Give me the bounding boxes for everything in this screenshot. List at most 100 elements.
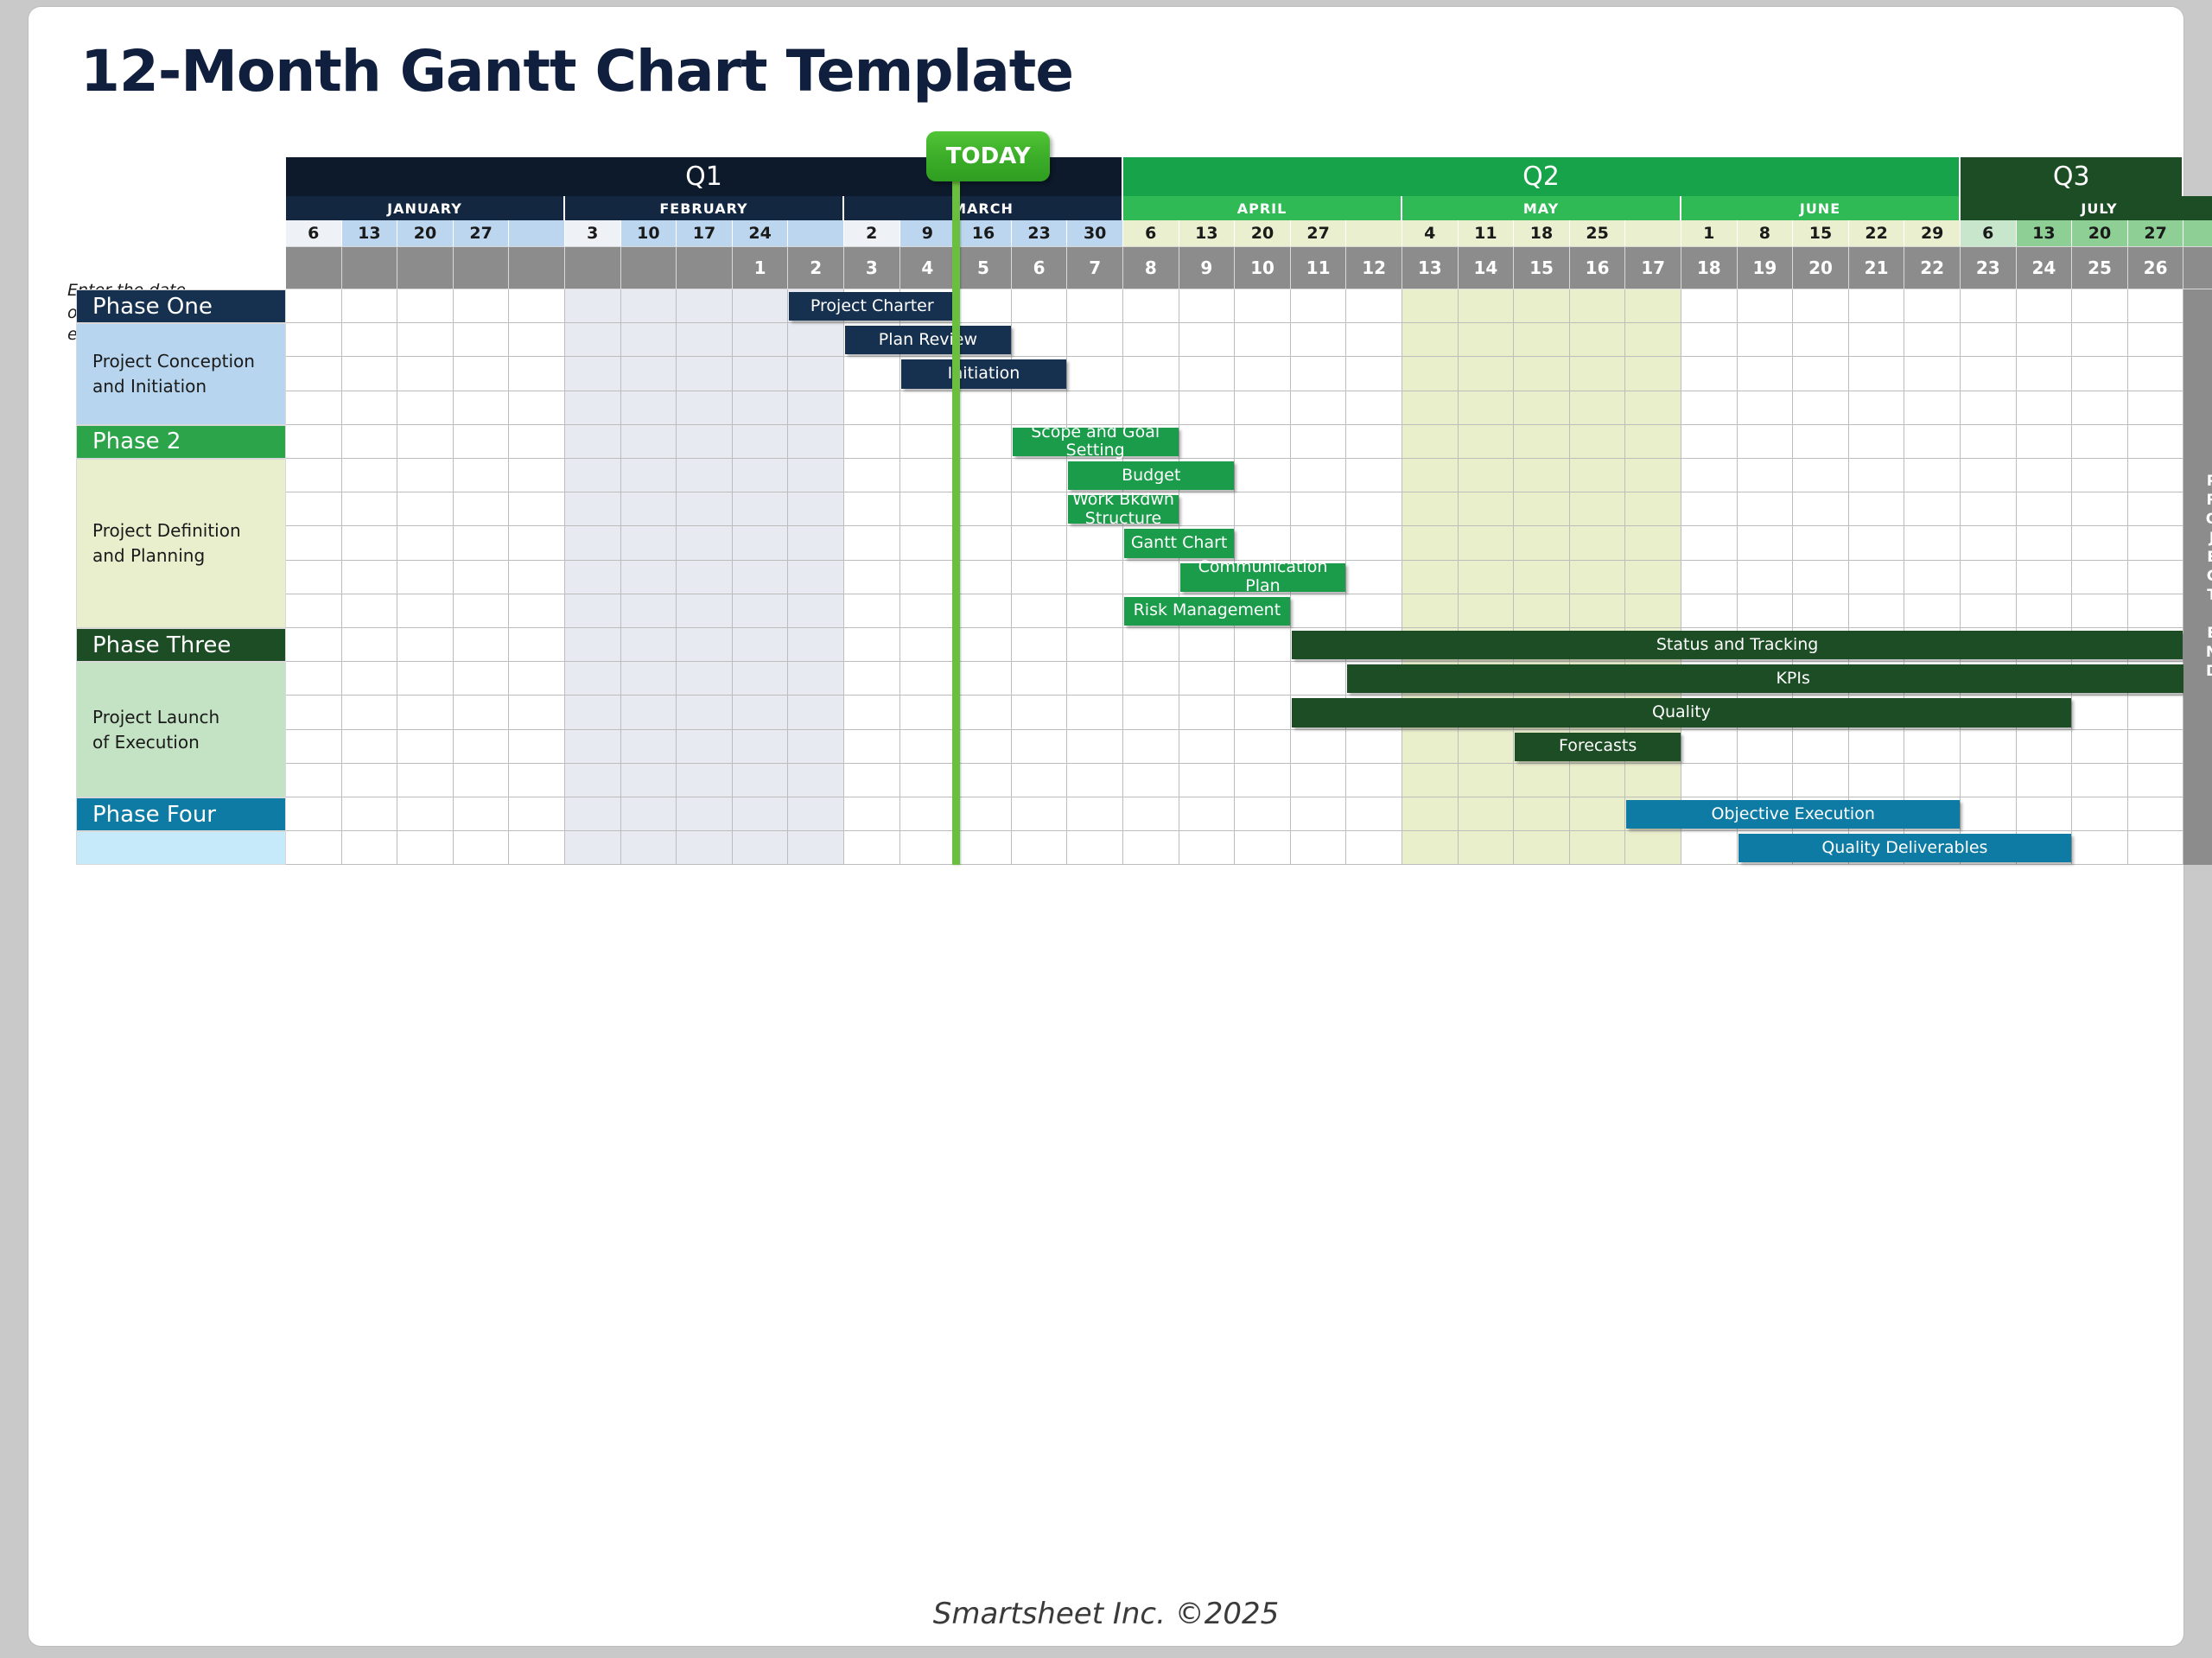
grid-cell: [2016, 492, 2073, 527]
grid-cell: [1402, 797, 1459, 832]
grid-cell: [1681, 560, 1738, 594]
grid-cell: [1067, 797, 1123, 832]
grid-cell: [1625, 357, 1681, 391]
grid-cell: [1458, 424, 1515, 459]
grid-cell: [788, 696, 844, 730]
grid-cell: [1514, 323, 1570, 358]
grid-cell: [1961, 459, 2017, 493]
date-cell-27: 15: [1793, 220, 1849, 246]
date-cell-28: 22: [1848, 220, 1905, 246]
grid-cell: [1458, 357, 1515, 391]
grid-cell: [1235, 831, 1291, 866]
grid-cell: [453, 526, 510, 561]
task-bar-communication-plan[interactable]: Communication Plan: [1179, 557, 1346, 595]
grid-cell: [397, 492, 454, 527]
grid-cell: [1235, 662, 1291, 696]
grid-cell: [1458, 391, 1515, 425]
task-bar-risk-management[interactable]: Risk Management: [1124, 596, 1290, 626]
week-cell-3: [453, 246, 510, 289]
phase-header-3[interactable]: Phase Three: [76, 628, 286, 663]
task-bar-gantt-chart[interactable]: Gantt Chart: [1124, 529, 1235, 558]
grid-cell: [1402, 594, 1459, 628]
grid-cell: [620, 628, 677, 663]
grid-cell: [732, 391, 789, 425]
column-highlight-0: [565, 628, 844, 797]
month-header-march: MARCH: [844, 196, 1123, 220]
grid-cell: [899, 628, 957, 663]
grid-cell: [1904, 289, 1961, 324]
grid-cell: [341, 628, 398, 663]
grid-cell: [453, 357, 510, 391]
grid-cell: [1961, 526, 2017, 561]
task-bar-budget[interactable]: Budget: [1068, 461, 1235, 491]
grid-cell: [286, 459, 342, 493]
task-bar-objective-execution[interactable]: Objective Execution: [1626, 800, 1960, 829]
task-bar-forecasts[interactable]: Forecasts: [1515, 732, 1681, 761]
task-bar-project-charter[interactable]: Project Charter: [789, 292, 956, 321]
grid-cell: [2072, 729, 2128, 764]
grid-cell: [2016, 459, 2073, 493]
task-bar-quality-deliverables[interactable]: Quality Deliverables: [1738, 834, 2072, 863]
phase-header-1[interactable]: Phase One: [76, 289, 286, 324]
task-bar-plan-review[interactable]: Plan Review: [845, 326, 1011, 355]
grid-cell: [341, 831, 398, 866]
task-bar-initiation[interactable]: Initiation: [900, 359, 1067, 389]
grid-cell: [397, 696, 454, 730]
grid-cell: [620, 560, 677, 594]
grid-cell: [1514, 594, 1570, 628]
grid-cell: [2072, 696, 2128, 730]
task-bar-quality[interactable]: Quality: [1291, 698, 2072, 727]
grid-cell: [956, 594, 1012, 628]
grid-cell: [286, 797, 342, 832]
grid-cell: [1235, 391, 1291, 425]
grid-cell: [1458, 729, 1515, 764]
date-cell-11: 9: [899, 220, 957, 246]
grid-cell: [1235, 424, 1291, 459]
phase-header-2[interactable]: Phase 2: [76, 424, 286, 459]
grid-cell: [2127, 797, 2184, 832]
grid-cell: [844, 696, 900, 730]
grid-cell: [1625, 289, 1681, 324]
grid-cell: [1961, 424, 2017, 459]
grid-cell: [1179, 696, 1236, 730]
grid-cell: [788, 391, 844, 425]
grid-cell: [899, 831, 957, 866]
grid-cell: [677, 797, 733, 832]
grid-cell: [956, 526, 1012, 561]
week-cell-13: 6: [1011, 246, 1068, 289]
task-bar-scope-and-goal-setting[interactable]: Scope and Goal Setting: [1012, 422, 1179, 460]
grid-cell: [2127, 696, 2184, 730]
grid-cell: [2072, 797, 2128, 832]
grid-cell: [286, 560, 342, 594]
grid-cell: [844, 763, 900, 797]
grid-cell: [844, 628, 900, 663]
grid-cell: [620, 424, 677, 459]
phase-header-4[interactable]: Phase Four: [76, 797, 286, 832]
grid-cell: [1235, 459, 1291, 493]
grid-cell: [1681, 357, 1738, 391]
grid-cell: [732, 594, 789, 628]
week-cell-7: [677, 246, 733, 289]
grid-cell: [2016, 831, 2073, 866]
grid-cell: [2072, 831, 2128, 866]
grid-cell: [2072, 424, 2128, 459]
task-bar-kpis[interactable]: KPIs: [1347, 664, 2212, 694]
date-cell-30: 6: [1961, 220, 2017, 246]
task-bar-status-and-tracking[interactable]: Status and Tracking: [1291, 631, 2183, 660]
grid-cell: [1793, 391, 1849, 425]
grid-cell: [1011, 797, 1068, 832]
grid-cell: [453, 797, 510, 832]
task-bar-work-bkdwn-structure[interactable]: Work Bkdwn Structure: [1068, 490, 1179, 528]
grid-cell: [1290, 323, 1347, 358]
week-cell-0: [286, 246, 342, 289]
grid-cell: [1235, 594, 1291, 628]
grid-cell: [1625, 459, 1681, 493]
grid-cell: [1402, 289, 1459, 324]
grid-cell: [1681, 424, 1738, 459]
today-marker-flag[interactable]: TODAY: [926, 131, 1051, 181]
grid-cell: [1569, 526, 1626, 561]
grid-cell: [453, 391, 510, 425]
today-marker-line: [952, 145, 961, 866]
